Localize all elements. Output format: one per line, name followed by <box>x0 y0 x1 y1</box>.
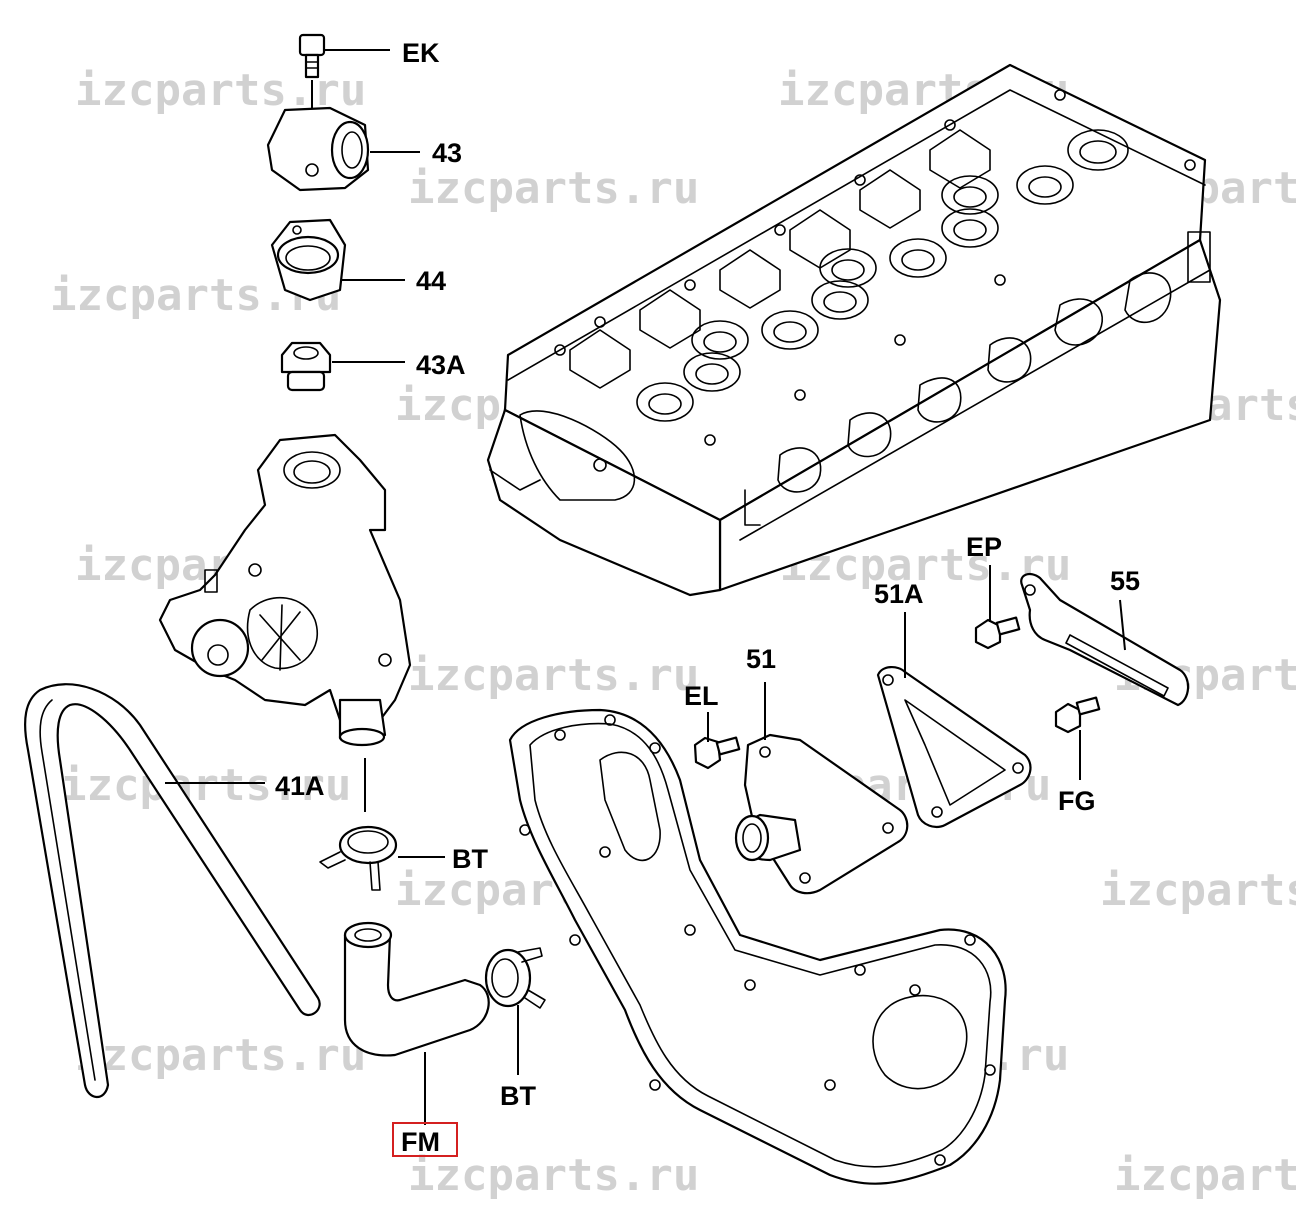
label-51a[interactable]: 51A <box>874 579 924 609</box>
label-44[interactable]: 44 <box>416 266 446 296</box>
leader-55 <box>1119 599 1126 651</box>
thermostat-44[interactable] <box>270 218 347 302</box>
label-51[interactable]: 51 <box>746 644 776 674</box>
thermostat-housing-43[interactable] <box>266 106 370 192</box>
hose-clamp-bt-upper[interactable] <box>319 825 398 891</box>
water-hose-fm[interactable] <box>343 921 490 1057</box>
label-fm[interactable]: FM <box>401 1127 440 1157</box>
label-55[interactable]: 55 <box>1110 566 1140 596</box>
watermark: izcparts.ru <box>75 1030 366 1081</box>
label-bt-upper[interactable]: BT <box>452 844 488 874</box>
label-43a[interactable]: 43A <box>416 350 466 380</box>
watermark: izcparts.ru <box>408 1150 699 1201</box>
bolt-ep[interactable] <box>974 616 1021 650</box>
water-pump-drawing <box>158 433 412 747</box>
bolt-ek[interactable] <box>298 33 326 79</box>
label-43[interactable]: 43 <box>432 138 462 168</box>
label-ep[interactable]: EP <box>966 532 1002 562</box>
watermark: izcparts.ru <box>408 650 699 701</box>
label-ek[interactable]: EK <box>402 38 440 68</box>
fm-highlight-box <box>392 1122 458 1157</box>
bolt-el[interactable] <box>693 736 741 770</box>
plug-43a[interactable] <box>280 341 332 392</box>
label-el[interactable]: EL <box>684 681 719 711</box>
hose-clamp-bt-lower[interactable] <box>484 947 546 1009</box>
watermark: izcparts.ru <box>60 760 351 811</box>
bracket-55[interactable] <box>1020 572 1190 707</box>
label-bt-lower[interactable]: BT <box>500 1081 536 1111</box>
gasket-51a[interactable] <box>876 666 1032 829</box>
water-outlet-51[interactable] <box>734 733 909 895</box>
cylinder-head-drawing <box>486 63 1222 597</box>
bolt-fg[interactable] <box>1054 696 1101 734</box>
watermark: izcparts.ru <box>1114 1150 1296 1201</box>
v-belt-41a[interactable] <box>24 683 321 1099</box>
timing-cover-gasket-drawing <box>508 708 1007 1185</box>
label-fg[interactable]: FG <box>1058 786 1096 816</box>
watermark: izcparts.ru <box>1100 865 1296 916</box>
label-41a[interactable]: 41A <box>275 771 325 801</box>
watermark: izcparts.ru <box>408 163 699 214</box>
